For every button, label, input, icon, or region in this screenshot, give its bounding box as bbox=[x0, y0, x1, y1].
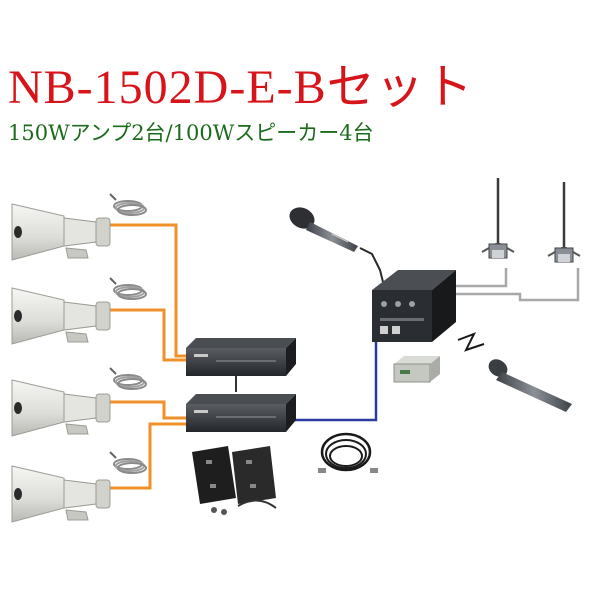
cable-coil-1 bbox=[109, 193, 147, 216]
horn-speaker-4 bbox=[11, 465, 111, 523]
power-amplifier-2 bbox=[186, 394, 296, 432]
mic-cable bbox=[359, 247, 385, 287]
horn-speaker-2 bbox=[11, 287, 111, 345]
cable-coil-2 bbox=[109, 277, 147, 300]
rack-mount-brackets bbox=[192, 446, 277, 515]
cable-coil-3 bbox=[109, 367, 147, 390]
antenna-cable-1 bbox=[440, 268, 508, 288]
product-subtitle: 150Wアンプ2台/100Wスピーカー4台 bbox=[8, 121, 374, 145]
horn-speaker-3 bbox=[11, 379, 111, 437]
coiled-cable bbox=[318, 432, 378, 473]
antenna-2 bbox=[546, 180, 582, 264]
horn-speaker-1 bbox=[11, 203, 111, 261]
speaker-cable-3 bbox=[96, 400, 190, 420]
antenna-cable-2 bbox=[440, 268, 580, 302]
product-title: NB-1502D-E-Bセット bbox=[8, 61, 474, 114]
cable-coil-4 bbox=[109, 451, 147, 474]
receiver-module bbox=[393, 356, 440, 383]
mixer-unit bbox=[372, 270, 456, 342]
speaker-cable-4 bbox=[96, 422, 190, 490]
power-amplifier-1 bbox=[186, 338, 296, 376]
antenna-1 bbox=[480, 176, 516, 260]
speaker-cable-2 bbox=[96, 308, 190, 362]
wired-microphone bbox=[289, 207, 358, 252]
speaker-cable-1 bbox=[96, 223, 190, 358]
wireless-microphone bbox=[488, 359, 572, 412]
wireless-signal-icon bbox=[457, 332, 485, 352]
mixer-cable bbox=[290, 338, 382, 422]
